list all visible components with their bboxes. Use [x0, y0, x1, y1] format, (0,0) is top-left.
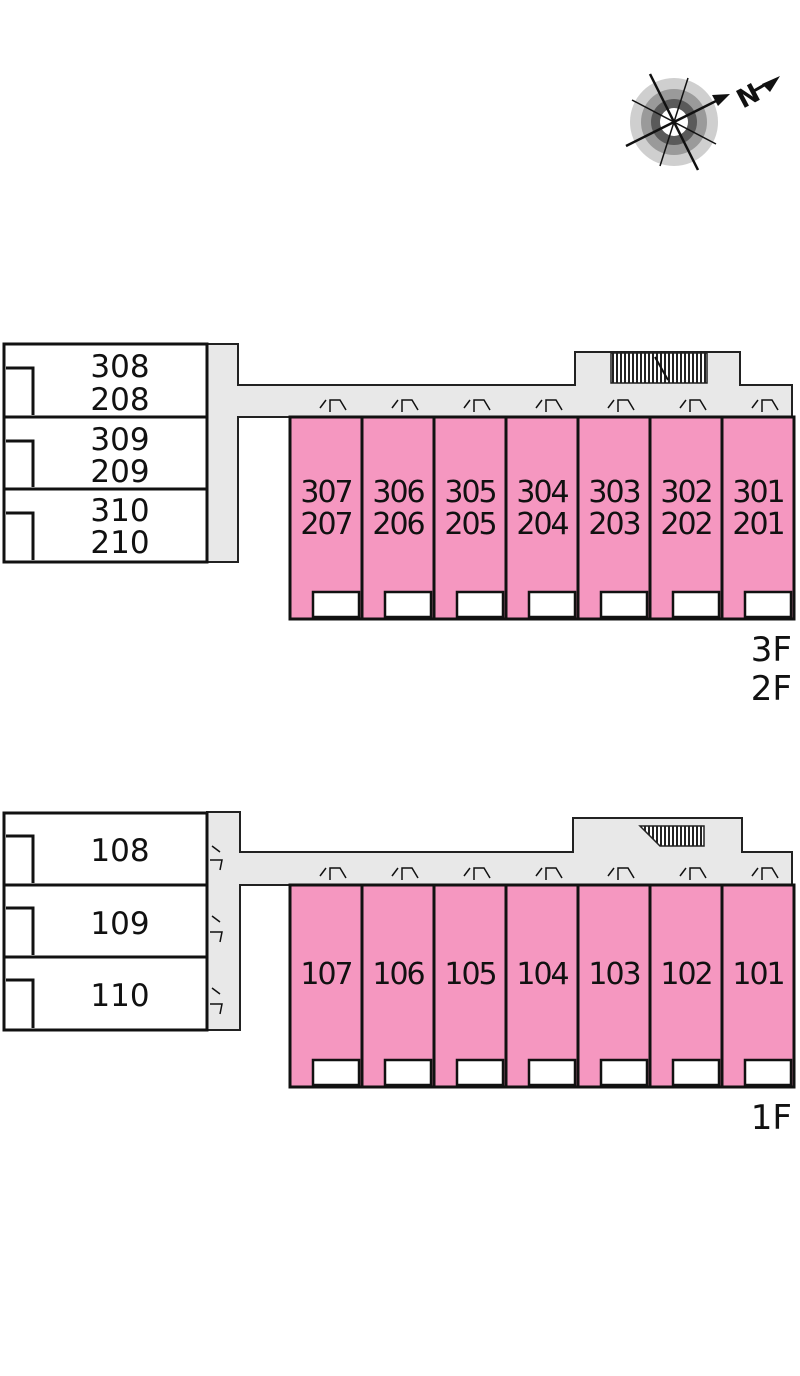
unit-number: 101 [732, 957, 783, 992]
ground-west-unit: 109 [2, 883, 223, 959]
unit-number: 209 [90, 454, 149, 490]
unit-number: 109 [90, 906, 149, 942]
unit-number: 102 [660, 957, 711, 992]
ground-south-unit: 102 [648, 867, 724, 1089]
unit-number: 206 [372, 507, 424, 542]
unit-number: 105 [444, 957, 495, 992]
ground-south-unit: 103 [576, 867, 652, 1089]
unit-number: 309 [90, 422, 149, 458]
floor-label: 1F [751, 1098, 792, 1138]
ground-south-unit: 101 [720, 867, 796, 1089]
unit-number: 305 [444, 475, 495, 510]
unit-number: 308 [90, 349, 149, 385]
ground-south-unit: 107 [288, 867, 364, 1089]
unit-number: 203 [588, 507, 639, 542]
upper-south-unit: 307 207 [288, 399, 364, 621]
ground-south-unit: 106 [360, 867, 436, 1089]
upper-south-unit: 301 201 [720, 399, 796, 621]
unit-number: 304 [516, 475, 568, 510]
unit-number: 307 [300, 475, 351, 510]
ground-south-unit: 105 [432, 867, 508, 1089]
floor-label: 3F [751, 630, 792, 670]
unit-number: 205 [444, 507, 495, 542]
compass: N [625, 73, 780, 171]
unit-number: 302 [660, 475, 711, 510]
upper-south-unit: 304 204 [504, 399, 580, 621]
unit-number: 201 [732, 507, 783, 542]
upper-south-unit: 306 206 [360, 399, 436, 621]
ground-stairs [638, 825, 705, 847]
ground-west-unit: 110 [2, 955, 223, 1032]
unit-number: 107 [300, 957, 351, 992]
ground-west-unit: 108 [2, 811, 223, 887]
unit-number: 310 [90, 493, 149, 529]
unit-number: 108 [90, 833, 149, 869]
upper-south-unit: 302 202 [648, 399, 724, 621]
unit-number: 106 [372, 957, 424, 992]
upper-west-unit: 308 208 [2, 342, 209, 419]
unit-number: 104 [516, 957, 568, 992]
upper-stairs [610, 352, 708, 384]
ground-corridor [206, 811, 793, 1031]
unit-number: 207 [300, 507, 351, 542]
unit-number: 306 [372, 475, 424, 510]
unit-number: 303 [588, 475, 639, 510]
unit-number: 301 [732, 475, 783, 510]
unit-number: 204 [516, 507, 568, 542]
north-label: N [732, 78, 765, 115]
unit-number: 208 [90, 382, 149, 418]
unit-number: 110 [90, 978, 149, 1014]
upper-south-unit: 303 203 [576, 399, 652, 621]
upper-corridor [206, 343, 793, 563]
upper-west-unit: 310 210 [2, 487, 209, 564]
unit-number: 103 [588, 957, 639, 992]
upper-floors-plan: 308 208 309 209 310 210 307 207 306 [2, 342, 796, 709]
upper-south-unit: 305 205 [432, 399, 508, 621]
floor-label: 2F [751, 669, 792, 709]
unit-number: 210 [90, 525, 149, 561]
ground-south-unit: 104 [504, 867, 580, 1089]
ground-floor-plan: 108 109 110 107 106 [2, 811, 796, 1138]
unit-number: 202 [660, 507, 711, 542]
upper-west-unit: 309 209 [2, 415, 209, 491]
compass-icon [625, 73, 780, 171]
